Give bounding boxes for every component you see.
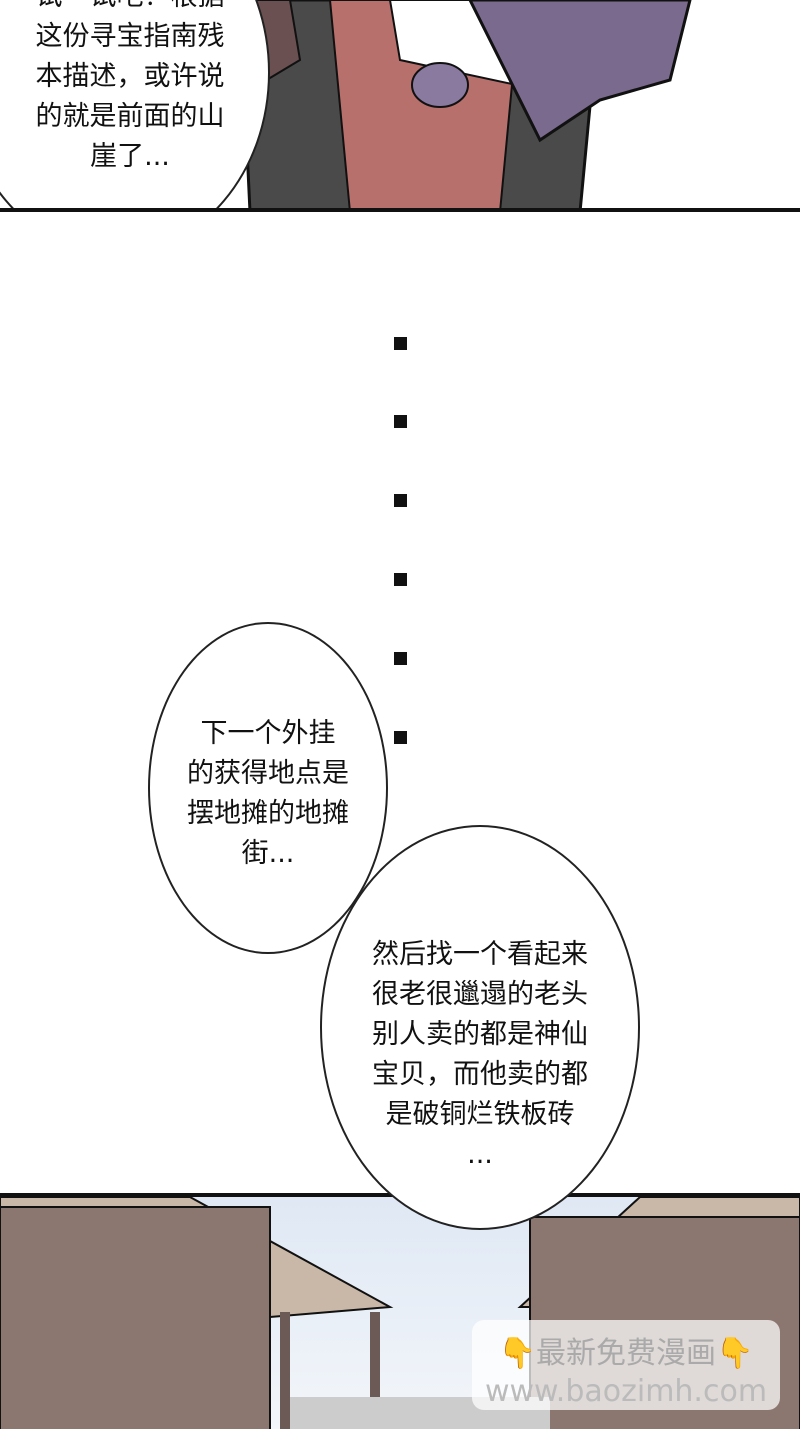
speech-text-1: 下一个外挂 的获得地点是 摆地摊的地摊 街... xyxy=(187,718,349,869)
dot xyxy=(394,573,407,586)
dot xyxy=(394,337,407,350)
speech-bubble-top xyxy=(0,0,270,208)
pointing-down-hand-icon: 👇 xyxy=(498,1336,536,1371)
dot xyxy=(394,652,407,665)
speech-bubble-1 xyxy=(148,622,388,954)
watermark-line1: 👇最新免费漫画👇 xyxy=(498,1336,754,1371)
speech-text-2: 然后找一个看起来 很老很邋遢的老头 别人卖的都是神仙 宝贝，而他卖的都 是破铜烂… xyxy=(372,939,588,1170)
top-comic-panel: 试一试吧！根据 这份寻宝指南残 本描述，或许说 的就是前面的山 崖了... xyxy=(0,0,800,212)
dot xyxy=(394,731,407,744)
dot xyxy=(394,415,407,428)
dot xyxy=(394,494,407,507)
watermark-url: www.baozimh.com xyxy=(484,1374,768,1409)
pointing-down-hand-icon: 👇 xyxy=(716,1336,754,1371)
speech-bubble-2 xyxy=(320,825,640,1230)
character-art xyxy=(238,0,692,208)
watermark[interactable]: 👇最新免费漫画👇 www.baozimh.com xyxy=(472,1320,780,1410)
speech-text-top: 试一试吧！根据 这份寻宝指南残 本描述，或许说 的就是前面的山 崖了... xyxy=(35,0,225,172)
